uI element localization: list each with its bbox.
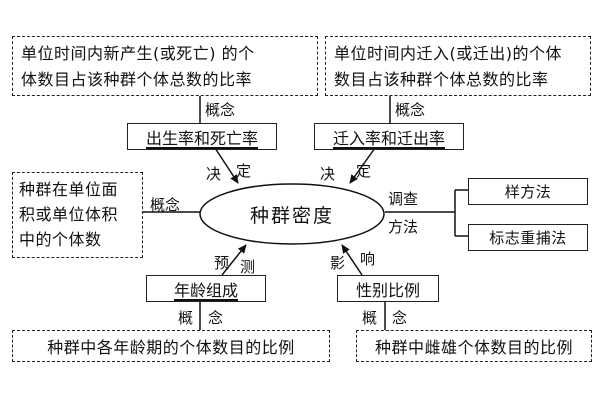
immigration-definition-line2: 数目占该种群个体总数的比率 <box>334 70 549 89</box>
density-ellipse <box>199 183 385 245</box>
immigration-concept-label: 概念 <box>395 101 426 119</box>
birth-death-definition-line2: 体数目占该种群个体总数的比率 <box>21 70 253 89</box>
age-structure-definition: 种群中各年龄期的个体数目的比例 <box>47 338 295 357</box>
birth-death-definition-line1: 单位时间内新产生(或死亡) 的个 <box>21 44 255 63</box>
immigration-node-label: 迁入率和迁出率 <box>332 128 445 148</box>
sex-ratio-definition: 种群中雌雄个体数目的比例 <box>374 338 573 357</box>
method-mark-recapture-label: 标志重捕法 <box>489 229 567 247</box>
sex-ratio-definition-box: 种群中雌雄个体数目的比例 <box>356 330 592 362</box>
arrow-immigration-to-density <box>349 147 376 184</box>
density-definition-line3: 中的个体数 <box>19 230 102 249</box>
sex-relation-b: 响 <box>360 250 376 268</box>
density-concept-label: 概念 <box>150 196 181 214</box>
birth-death-relation-a: 决 <box>206 165 222 183</box>
birth-death-node: 出生率和死亡率 <box>127 123 277 150</box>
sex-concept-b: 念 <box>392 309 408 327</box>
age-structure-definition-box: 种群中各年龄期的个体数目的比例 <box>12 330 330 362</box>
center-node-label: 种群密度 <box>249 204 334 227</box>
sex-relation-a: 影 <box>330 254 346 272</box>
density-definition-line1: 种群在单位面 <box>19 180 119 199</box>
immigration-definition-box: 单位时间内迁入(或迁出)的个体 数目占该种群个体总数的比率 <box>325 36 591 96</box>
birth-death-relation-b: 定 <box>236 162 252 180</box>
center-node: 种群密度 <box>232 200 352 228</box>
birth-death-concept-label: 概念 <box>205 101 236 119</box>
method-quadrat-label: 样方法 <box>504 183 552 201</box>
age-relation-a: 预 <box>214 254 230 272</box>
method-quadrat-box: 样方法 <box>468 178 588 205</box>
age-relation-b: 测 <box>240 258 256 276</box>
birth-death-definition-box: 单位时间内新产生(或死亡) 的个 体数目占该种群个体总数的比率 <box>12 36 318 96</box>
birth-death-node-label: 出生率和死亡率 <box>145 128 258 148</box>
immigration-definition-line1: 单位时间内迁入(或迁出)的个体 <box>334 44 562 63</box>
survey-label-line1: 调查 <box>388 190 419 208</box>
survey-label-line2: 方法 <box>388 218 419 236</box>
sex-ratio-node-label: 性别比例 <box>355 280 420 300</box>
arrow-sex-to-density <box>341 244 363 276</box>
immigration-relation-b: 定 <box>356 162 372 180</box>
age-concept-a: 概 <box>178 309 194 327</box>
density-definition-line2: 积或单位体积 <box>19 205 119 224</box>
arrow-age-to-density <box>221 244 247 276</box>
age-structure-node: 年龄组成 <box>146 275 266 302</box>
sex-concept-a: 概 <box>362 309 378 327</box>
density-definition-box: 种群在单位面 积或单位体积 中的个体数 <box>12 172 143 258</box>
immigration-relation-a: 决 <box>320 165 336 183</box>
arrow-birth-to-density <box>214 147 239 184</box>
immigration-node: 迁入率和迁出率 <box>314 123 464 150</box>
age-structure-node-label: 年龄组成 <box>173 280 238 300</box>
age-concept-b: 念 <box>208 309 224 327</box>
method-mark-recapture-box: 标志重捕法 <box>468 224 588 251</box>
sex-ratio-node: 性别比例 <box>337 275 439 302</box>
